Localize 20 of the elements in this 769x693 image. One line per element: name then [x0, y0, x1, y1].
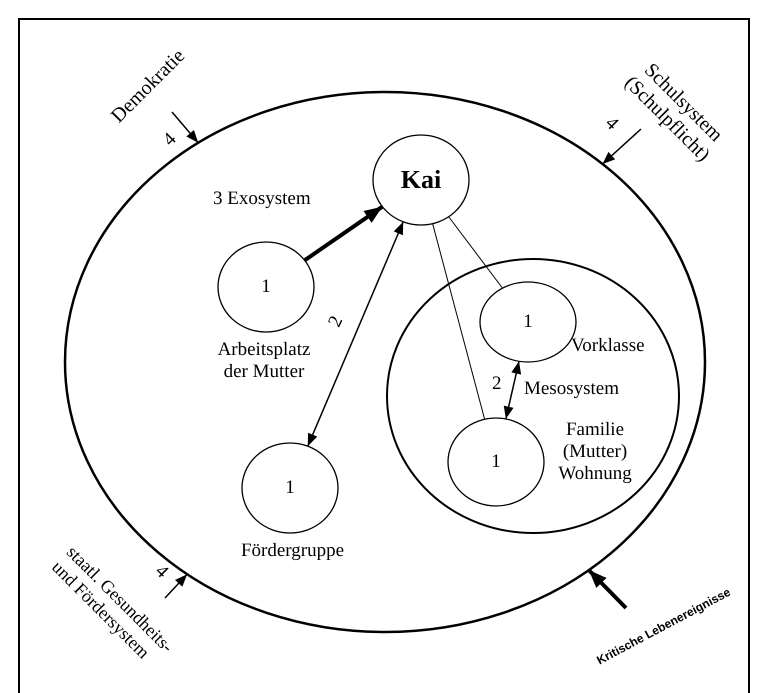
level-number: 1 [284, 476, 296, 500]
arrow [304, 205, 384, 262]
node-label: Mesosystem [524, 377, 620, 402]
connector-line [432, 223, 486, 420]
node-label: Familie (Mutter) Wohnung [557, 418, 633, 486]
arrow [307, 222, 404, 446]
arrow [171, 112, 199, 144]
node-label: Arbeitsplatz der Mutter [216, 338, 312, 384]
level-number: 1 [260, 275, 272, 300]
level-number: 1 [522, 310, 534, 334]
level-number: 1 [490, 450, 502, 474]
arrow [164, 574, 188, 599]
connector-line [448, 216, 503, 289]
node-label: Fördergruppe [240, 539, 346, 564]
arrow [602, 128, 642, 165]
node-label: Vorklasse [571, 334, 646, 358]
arrow [504, 361, 522, 420]
node-label: 3 Exosystem [213, 187, 312, 212]
arrow [587, 568, 628, 610]
name-label: Kai [400, 164, 442, 196]
